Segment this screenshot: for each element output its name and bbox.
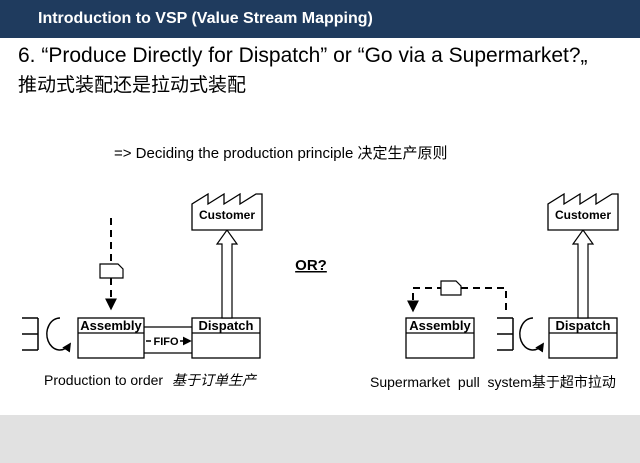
- withdrawal-card-icon: [440, 280, 462, 296]
- customer-factory-icon: [191, 192, 263, 231]
- push-caption: Production to order 基于订单生产: [44, 372, 258, 389]
- assembly-process-box-right: [405, 317, 475, 359]
- shipment-arrow: [215, 228, 239, 319]
- pull-signal-dashed-line: [407, 287, 507, 313]
- shipment-arrow-right: [571, 228, 595, 319]
- raw-material-inventory-icon: [22, 317, 39, 351]
- assembly-process-box: [77, 317, 145, 359]
- footer-bar: [0, 415, 640, 463]
- supermarket-icon: [497, 317, 514, 351]
- dispatch-label: Dispatch: [199, 318, 254, 333]
- slide-subtitle: => Deciding the production principle 决定生…: [114, 145, 448, 162]
- dispatch-process-box: [191, 317, 261, 359]
- pull-system-diagram: Assembly Dispatch Customer Supermarket p…: [370, 192, 619, 390]
- or-label: OR?: [295, 257, 327, 274]
- header-title: Introduction to VSP (Value Stream Mappin…: [38, 10, 373, 27]
- customer-label-right: Customer: [555, 208, 611, 222]
- pull-caption: Supermarket pull system基于超市拉动: [370, 374, 616, 390]
- circular-arrow-icon-right: [519, 317, 544, 353]
- dispatch-label-right: Dispatch: [556, 318, 611, 333]
- push-caption-en: Production to order: [44, 372, 163, 388]
- push-system-diagram: Assembly FIFO Dispatch Customer Producti…: [22, 192, 263, 389]
- customer-label: Customer: [199, 208, 255, 222]
- assembly-label-right: Assembly: [409, 318, 471, 333]
- slide-title-chinese: 推动式装配还是拉动式装配: [18, 74, 247, 96]
- order-card-icon: [99, 263, 124, 279]
- slide-title: 6. “Produce Directly for Dispatch” or “G…: [18, 44, 588, 67]
- header-bar: Introduction to VSP (Value Stream Mappin…: [0, 0, 640, 38]
- assembly-label: Assembly: [80, 318, 142, 333]
- circular-arrow-icon: [46, 317, 71, 353]
- fifo-label: FIFO: [153, 336, 178, 348]
- customer-factory-icon-right: [547, 192, 619, 231]
- push-caption-zh: 基于订单生产: [172, 373, 258, 389]
